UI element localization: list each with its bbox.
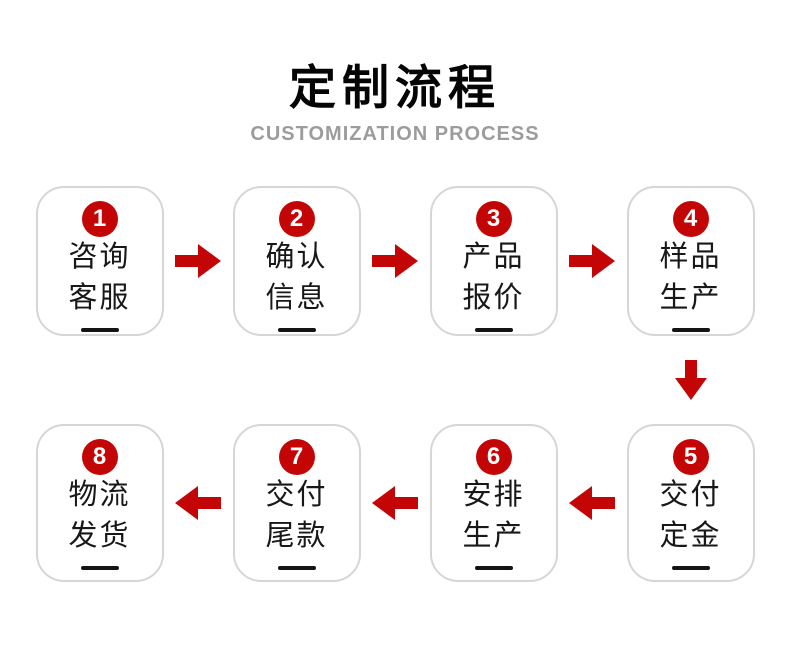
step-number-badge: 2 (278, 201, 315, 237)
underline-dash (671, 328, 710, 332)
step-label-line1: 产品 (462, 241, 525, 273)
step-label-line1: 交付 (265, 479, 328, 511)
arrow-left-icon (164, 424, 233, 582)
underline-dash (80, 566, 119, 570)
step-card-7: 7 交付 尾款 (232, 424, 361, 582)
step-label-line1: 交付 (659, 479, 722, 511)
arrow-down-icon (627, 336, 755, 424)
step-label-line1: 物流 (68, 479, 131, 511)
underline-dash (277, 566, 316, 570)
step-number-badge: 1 (81, 201, 118, 237)
step-label-line1: 安排 (462, 479, 525, 511)
step-label-line1: 样品 (659, 241, 722, 273)
step-label-line2: 客服 (68, 282, 131, 314)
underline-dash (277, 328, 316, 332)
arrow-right-icon (164, 186, 233, 336)
step-card-5: 5 交付 定金 (626, 424, 755, 582)
step-number-badge: 5 (672, 439, 709, 475)
page-title: 定制流程 (289, 61, 501, 114)
step-label-line2: 信息 (265, 282, 328, 314)
page-subtitle: CUSTOMIZATION PROCESS (250, 123, 540, 145)
arrow-left-icon (361, 424, 430, 582)
step-label-line1: 确认 (265, 241, 328, 273)
step-card-8: 8 物流 发货 (35, 424, 164, 582)
step-card-3: 3 产品 报价 (429, 186, 558, 336)
step-card-2: 2 确认 信息 (232, 186, 361, 336)
step-label-line2: 尾款 (265, 520, 328, 552)
header: 定制流程 CUSTOMIZATION PROCESS (0, 0, 790, 146)
underline-dash (671, 566, 710, 570)
step-card-1: 1 咨询 客服 (35, 186, 164, 336)
step-label-line2: 定金 (659, 520, 722, 552)
arrow-right-icon (361, 186, 430, 336)
step-label-line2: 报价 (462, 282, 525, 314)
step-card-4: 4 样品 生产 (626, 186, 755, 336)
arrow-left-icon (558, 424, 627, 582)
underline-dash (474, 566, 513, 570)
step-number-badge: 3 (475, 201, 512, 237)
step-number-badge: 4 (672, 201, 709, 237)
step-label-line1: 咨询 (68, 241, 131, 273)
step-number-badge: 8 (81, 439, 118, 475)
underline-dash (80, 328, 119, 332)
step-label-line2: 生产 (659, 282, 722, 314)
step-label-line2: 生产 (462, 520, 525, 552)
step-card-6: 6 安排 生产 (429, 424, 558, 582)
step-number-badge: 6 (475, 439, 512, 475)
underline-dash (474, 328, 513, 332)
step-number-badge: 7 (278, 439, 315, 475)
process-flow: 1 咨询 客服 2 确认 信息 3 产品 报价 4 样品 生产 (35, 186, 755, 582)
step-label-line2: 发货 (68, 520, 131, 552)
arrow-right-icon (558, 186, 627, 336)
